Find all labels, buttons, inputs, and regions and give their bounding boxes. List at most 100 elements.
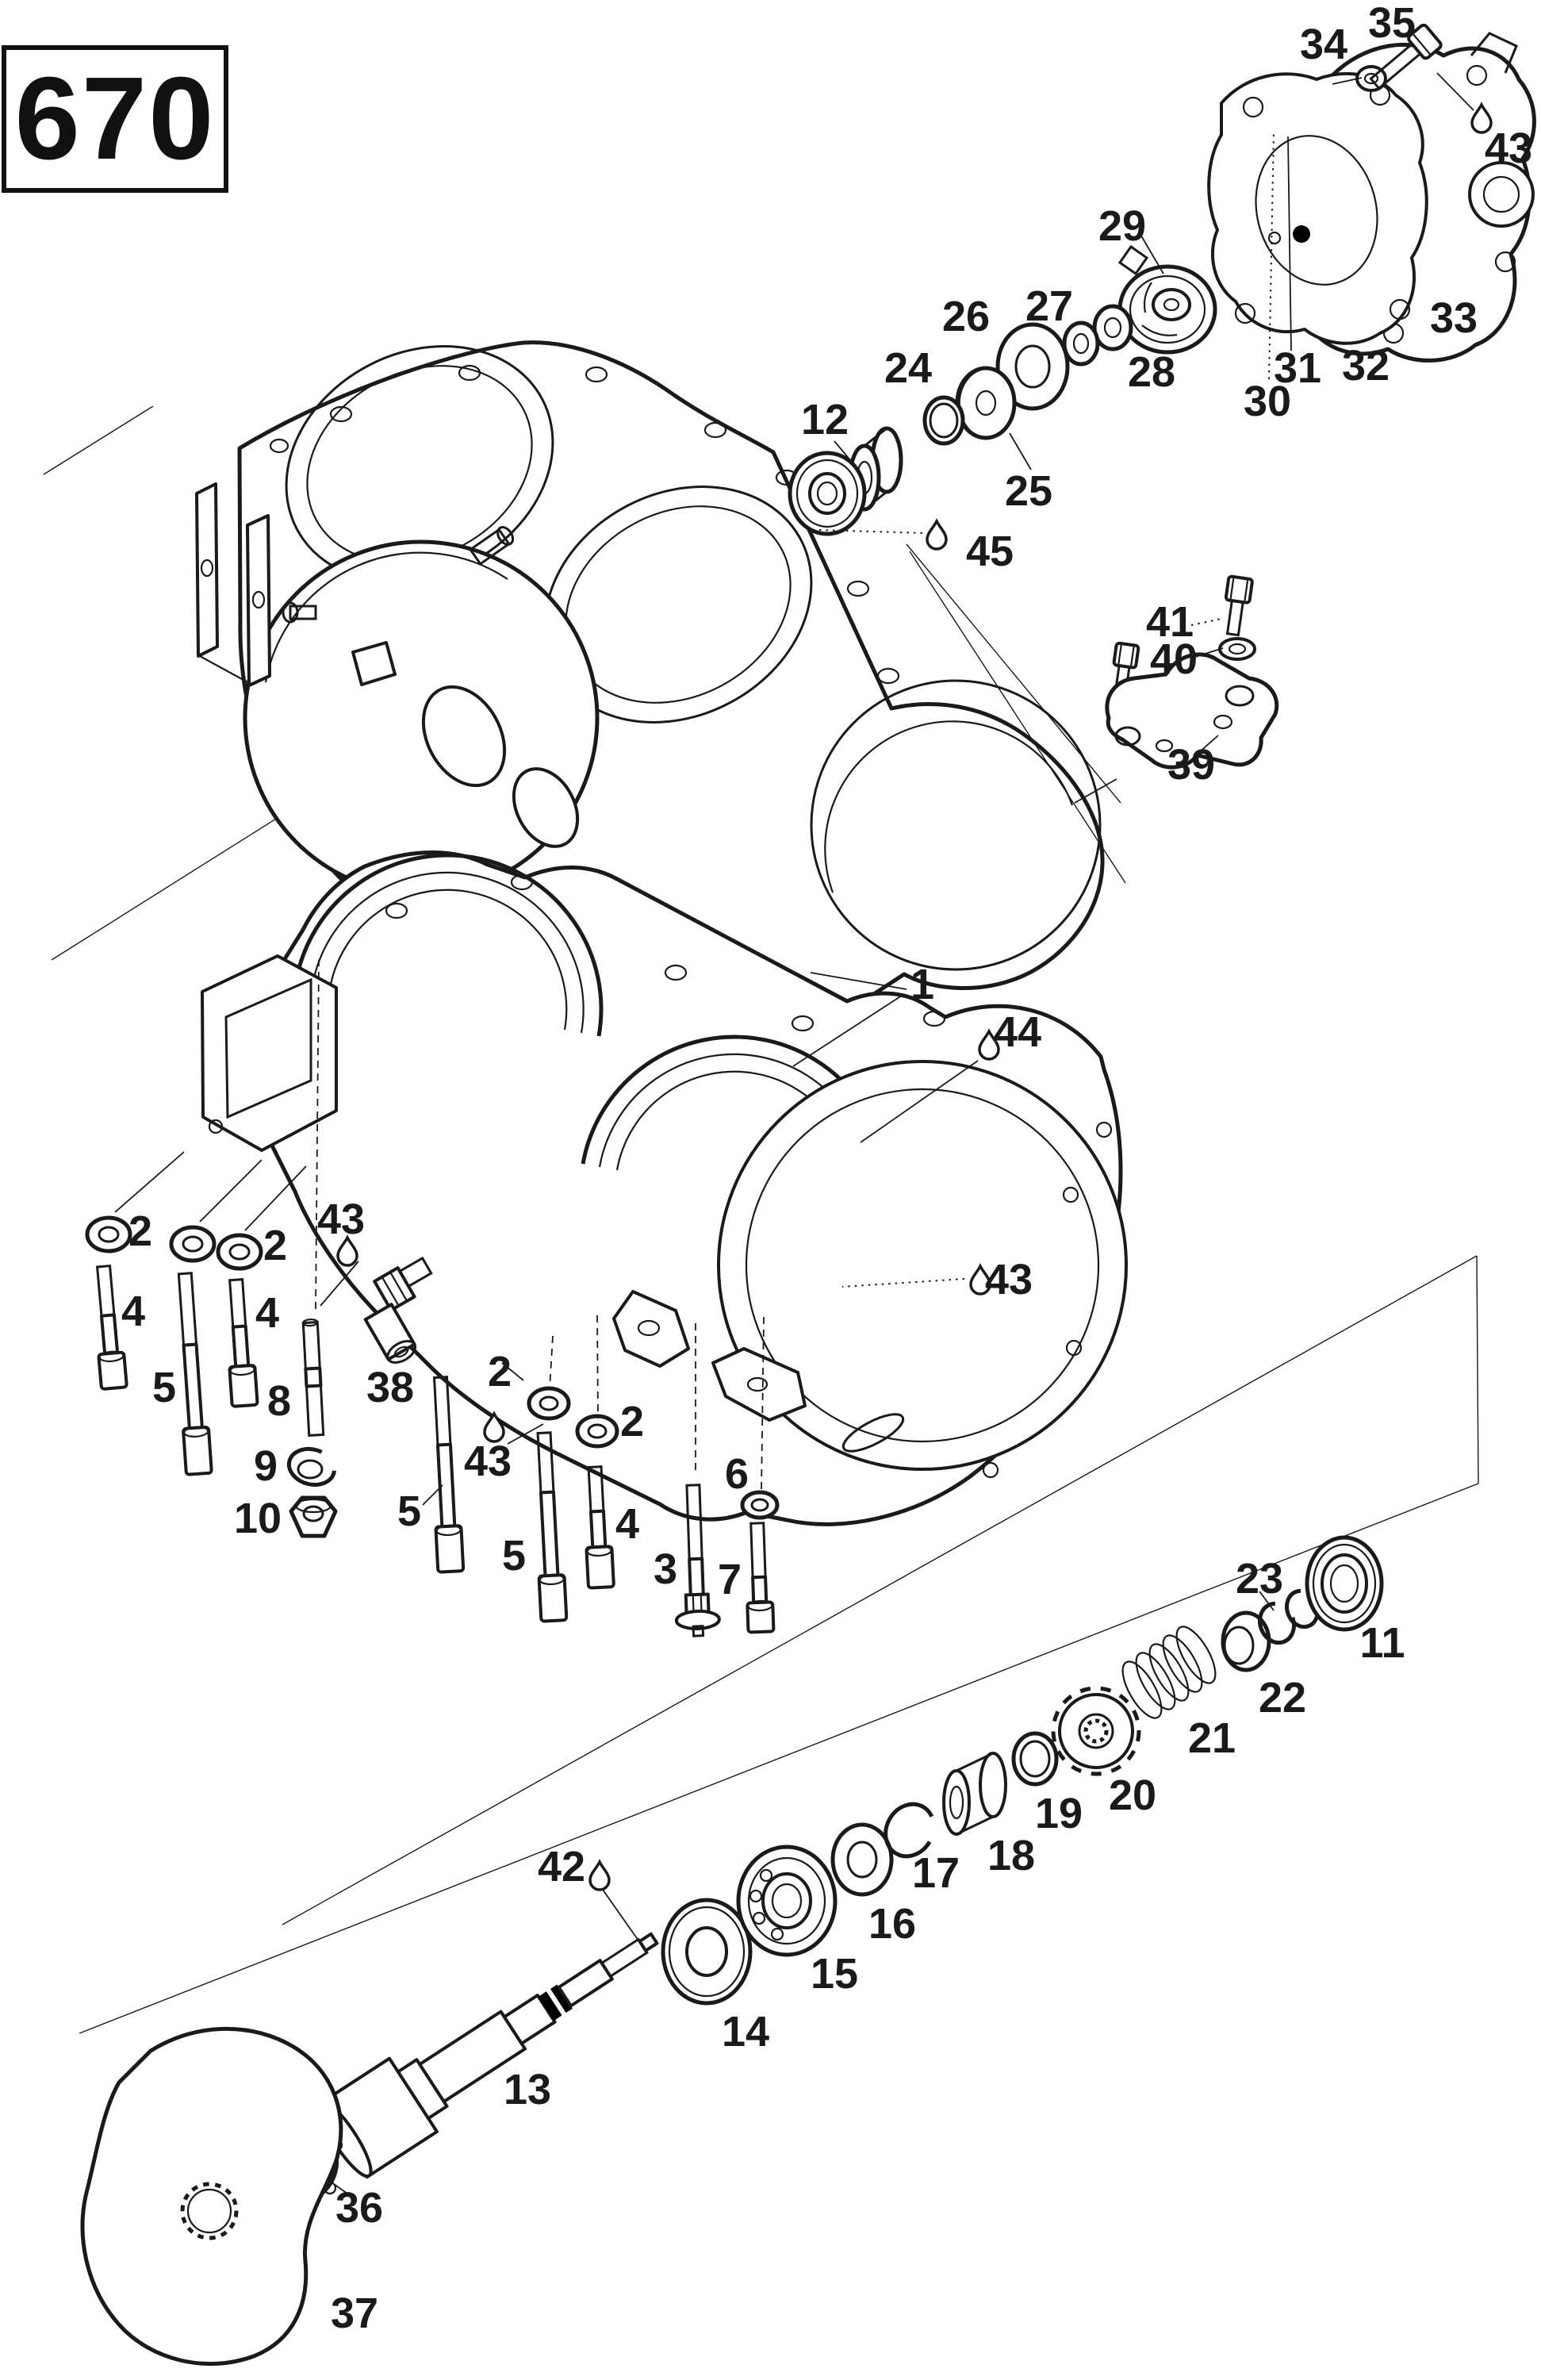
callout-4: 4: [121, 1288, 145, 1335]
callout-10: 10: [234, 1495, 282, 1542]
bolt-5c: [536, 1431, 569, 1623]
rotary-shaft-drawing: [317, 1932, 659, 2179]
left-mount-plates: [195, 482, 271, 687]
pump-shaft-seal-chain-drawing: [788, 304, 1133, 536]
callout-38: 38: [366, 1364, 414, 1411]
leader-line: [1190, 618, 1222, 626]
callout-5: 5: [397, 1488, 421, 1535]
callout-17: 17: [912, 1849, 960, 1897]
leader-line: [596, 1315, 599, 1419]
callout-45: 45: [966, 528, 1014, 575]
left-fastener-group-drawing: [85, 1215, 433, 1538]
nut-10: [289, 1495, 338, 1538]
callout-43: 43: [985, 1256, 1033, 1303]
callout-37: 37: [331, 2290, 378, 2337]
callout-5: 5: [502, 1532, 526, 1580]
callout-24: 24: [884, 344, 932, 392]
leader-line: [1287, 136, 1292, 351]
leader-line: [1332, 77, 1363, 85]
callout-23: 23: [1236, 1555, 1283, 1603]
callout-4: 4: [255, 1289, 279, 1337]
leader-line: [909, 551, 1126, 884]
oil-drop-icon: [926, 520, 948, 551]
leader-line: [1259, 1591, 1275, 1611]
callout-29: 29: [1098, 202, 1146, 250]
callout-11: 11: [1359, 1619, 1405, 1667]
oil-drop-icon: [588, 1860, 611, 1891]
callout-31: 31: [1274, 344, 1321, 392]
impeller-drawing: [1117, 244, 1217, 355]
bushing-18: [942, 1752, 1007, 1836]
lower-case-left-block: [201, 954, 338, 1152]
gear-20: [1051, 1686, 1141, 1776]
callout-28: 28: [1128, 348, 1175, 396]
callout-44: 44: [994, 1008, 1041, 1056]
crankcase-lower-half-drawing: [201, 850, 1128, 1526]
bolt-3-flange: [674, 1484, 721, 1637]
callout-42: 42: [538, 1843, 585, 1891]
callout-21: 21: [1188, 1714, 1236, 1762]
callout-34: 34: [1300, 21, 1347, 68]
callout-4: 4: [615, 1500, 639, 1548]
leader-line: [906, 543, 1121, 804]
model-number-box: 670: [2, 45, 228, 193]
callout-2: 2: [620, 1398, 644, 1445]
callout-5: 5: [152, 1364, 176, 1411]
pump-screw-31: [1293, 225, 1310, 243]
leader-line: [549, 1335, 554, 1389]
axis-line: [1476, 1255, 1479, 1484]
callout-2: 2: [128, 1207, 152, 1255]
leader-line: [761, 1316, 765, 1491]
callout-2: 2: [488, 1348, 512, 1395]
callout-22: 22: [1259, 1674, 1306, 1722]
callout-14: 14: [722, 2008, 769, 2056]
callout-2: 2: [263, 1222, 287, 1269]
bolt-7: [746, 1522, 776, 1634]
callout-30: 30: [1244, 378, 1291, 425]
callout-8: 8: [267, 1377, 291, 1425]
leader-lines: [114, 72, 1474, 2198]
bolt-5a: [177, 1272, 213, 1476]
callout-16: 16: [868, 1900, 916, 1948]
leader-line: [860, 1060, 979, 1143]
support-bracket-drawing: [1105, 574, 1279, 770]
callout-33: 33: [1430, 294, 1478, 342]
leader-line: [602, 1889, 645, 1949]
bearing-12-drawing: [788, 426, 903, 536]
stud-8: [301, 1318, 325, 1437]
callout-9: 9: [254, 1442, 278, 1490]
leader-line: [1197, 735, 1219, 754]
callout-13: 13: [504, 2066, 551, 2113]
counterweight-plate-37-drawing: [80, 2026, 343, 2366]
leader-line: [320, 1261, 359, 1307]
leader-line: [1009, 432, 1032, 470]
leader-line: [1074, 778, 1117, 804]
callout-39: 39: [1167, 741, 1215, 789]
leader-line: [328, 2179, 354, 2198]
callout-36: 36: [335, 2184, 383, 2232]
spring-21: [1121, 1626, 1217, 1719]
bolt-5b: [432, 1376, 466, 1574]
callout-27: 27: [1025, 282, 1073, 330]
callout-1: 1: [910, 961, 934, 1008]
axis-line: [79, 1483, 1479, 2034]
callout-15: 15: [811, 1950, 858, 1998]
leader-line: [1436, 72, 1474, 111]
axis-line: [43, 405, 154, 475]
callout-25: 25: [1005, 467, 1052, 515]
leader-line: [114, 1151, 185, 1213]
callout-6: 6: [725, 1450, 749, 1498]
axis-lines: [43, 405, 1479, 2034]
elbow-fitting-38: [363, 1256, 433, 1364]
leader-line: [1268, 130, 1275, 380]
leader-line: [818, 529, 927, 534]
leader-line: [422, 1484, 443, 1506]
callout-40: 40: [1150, 635, 1198, 683]
callout-12: 12: [801, 396, 849, 443]
leader-line: [792, 993, 905, 1067]
callout-3: 3: [654, 1545, 677, 1593]
callout-43: 43: [464, 1438, 512, 1485]
